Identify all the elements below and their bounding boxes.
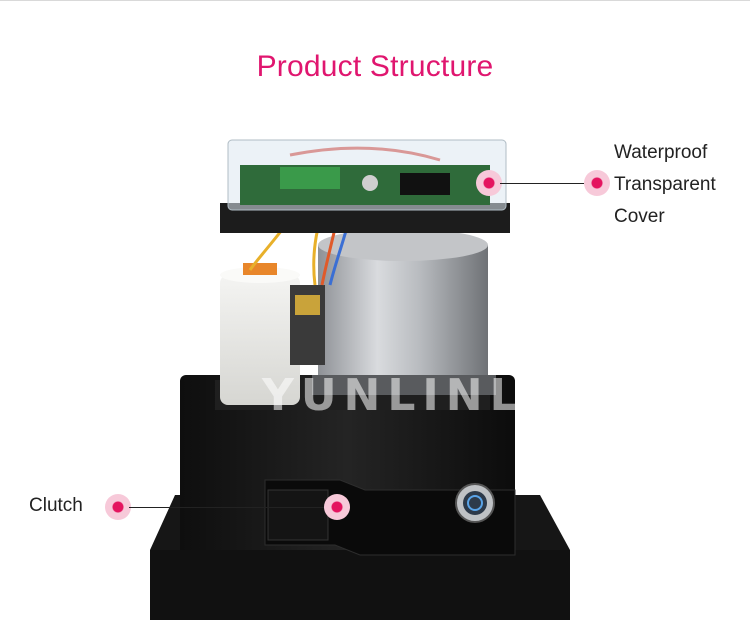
transformer	[290, 285, 325, 365]
motor-cylinder	[312, 229, 496, 395]
cover-label-marker-icon	[584, 170, 610, 196]
gate-opener-motor-photo	[150, 139, 570, 620]
waterproof-cover	[220, 139, 510, 233]
cover-label-line-3: Cover	[614, 206, 665, 227]
cover-label: Waterproof Transparent Cover	[614, 137, 716, 233]
capacitor	[220, 263, 300, 405]
power-button-icon	[455, 483, 495, 523]
cover-marker-icon	[476, 170, 502, 196]
clutch-label: Clutch	[29, 495, 83, 516]
cover-label-line-2: Transparent	[614, 174, 716, 195]
page-title: Product Structure	[256, 50, 494, 83]
clutch-label-marker-icon	[105, 494, 131, 520]
cover-callout-line	[500, 183, 584, 184]
top-divider	[0, 0, 750, 1]
clutch-marker-icon	[324, 494, 350, 520]
watermark: YUNLINLI	[261, 370, 549, 421]
clutch-callout-line	[129, 507, 325, 508]
cover-label-line-1: Waterproof	[614, 142, 708, 163]
